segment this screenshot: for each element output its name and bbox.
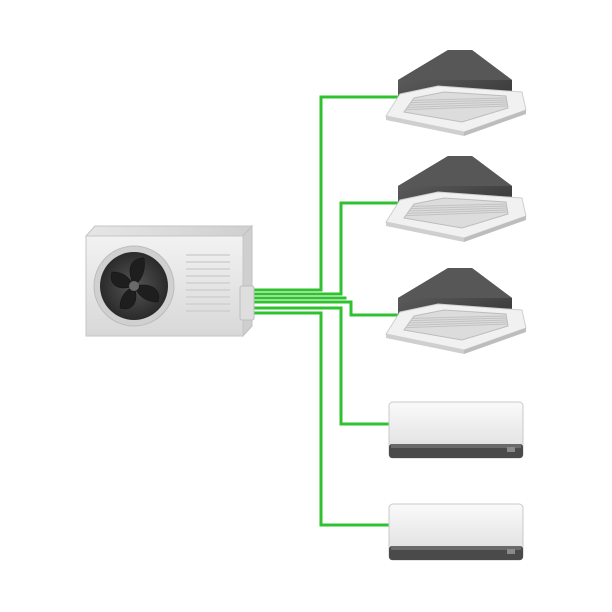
pipe-to-wall-unit-2 bbox=[253, 311, 390, 527]
valve-cover bbox=[239, 285, 255, 321]
cassette-units bbox=[385, 50, 527, 354]
wall-split-unit-1 bbox=[388, 401, 524, 459]
pipe-to-cassette-1 bbox=[253, 95, 402, 292]
cassette-unit-1 bbox=[385, 50, 527, 136]
pipe-to-wall-unit-1 bbox=[253, 306, 390, 426]
outdoor-condenser-unit bbox=[84, 224, 255, 338]
refrigerant-pipes bbox=[253, 95, 402, 527]
pipe-to-cassette-3 bbox=[253, 300, 402, 317]
grille-vents bbox=[186, 254, 230, 312]
cassette-unit-3 bbox=[385, 268, 527, 354]
wall-split-unit-2 bbox=[388, 503, 524, 561]
fan-icon bbox=[93, 245, 175, 327]
wall-split-units bbox=[388, 401, 524, 561]
pipe-to-cassette-2 bbox=[253, 201, 402, 296]
cassette-unit-2 bbox=[385, 156, 527, 242]
